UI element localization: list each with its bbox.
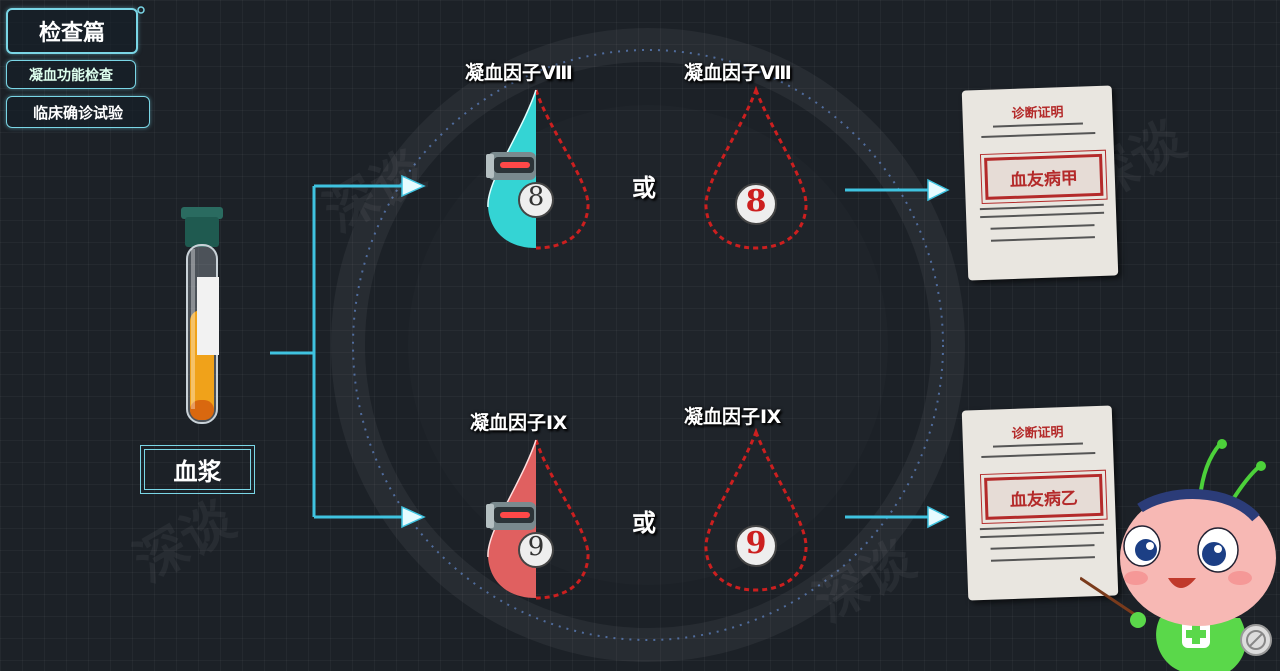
factor8-label-left: 凝血因子Ⅷ (465, 62, 573, 84)
factor9-label-right: 凝血因子Ⅸ (684, 406, 782, 428)
factor9-half-drop-icon (486, 439, 590, 600)
corner-deco-icon (137, 6, 145, 14)
plasma-label-box: 血浆 (140, 445, 255, 494)
nav-coagulation-test[interactable]: 凝血功能检查 (6, 60, 136, 89)
certificate-title: 诊断证明 (1011, 105, 1064, 122)
factor8-half-drop-icon (486, 89, 590, 250)
factor9-number-badge (518, 532, 554, 568)
factor8-label-right: 凝血因子Ⅷ (684, 62, 792, 84)
diagnosis-text: 血友病乙 (1009, 488, 1079, 511)
diagnosis-certificate-top: 诊断证明 血友病甲 (961, 85, 1119, 281)
nav-clinical-diagnosis[interactable]: 临床确诊试验 (6, 96, 150, 128)
section-title-button[interactable]: 检查篇 (6, 8, 138, 54)
nav-coagulation-test-label: 凝血功能检查 (29, 67, 113, 84)
factor8-number-badge (518, 182, 554, 218)
plasma-label: 血浆 (173, 458, 222, 486)
factor9-number-left: 9 (527, 532, 545, 562)
factor8-number-right: 8 (745, 184, 767, 219)
slash-badge-icon[interactable] (1238, 622, 1274, 658)
factor9-number-right: 9 (745, 526, 767, 561)
nav-clinical-diagnosis-label: 临床确诊试验 (32, 103, 123, 122)
or-text-top: 或 (632, 174, 656, 202)
section-title-label: 检查篇 (38, 21, 105, 46)
diagnosis-stamp-hemophilia-a: 血友病甲 (980, 149, 1108, 205)
diagnosis-text: 血友病甲 (1009, 168, 1079, 191)
factor9-label-left: 凝血因子Ⅸ (470, 412, 568, 434)
factor9-empty-drop-icon (704, 427, 808, 592)
blood-tube-icon (181, 207, 223, 424)
mascot-ant-icon (1080, 439, 1276, 671)
factor8-empty-drop-icon (704, 85, 808, 250)
or-text-bottom: 或 (632, 509, 656, 537)
factor8-number-left: 8 (527, 182, 545, 212)
